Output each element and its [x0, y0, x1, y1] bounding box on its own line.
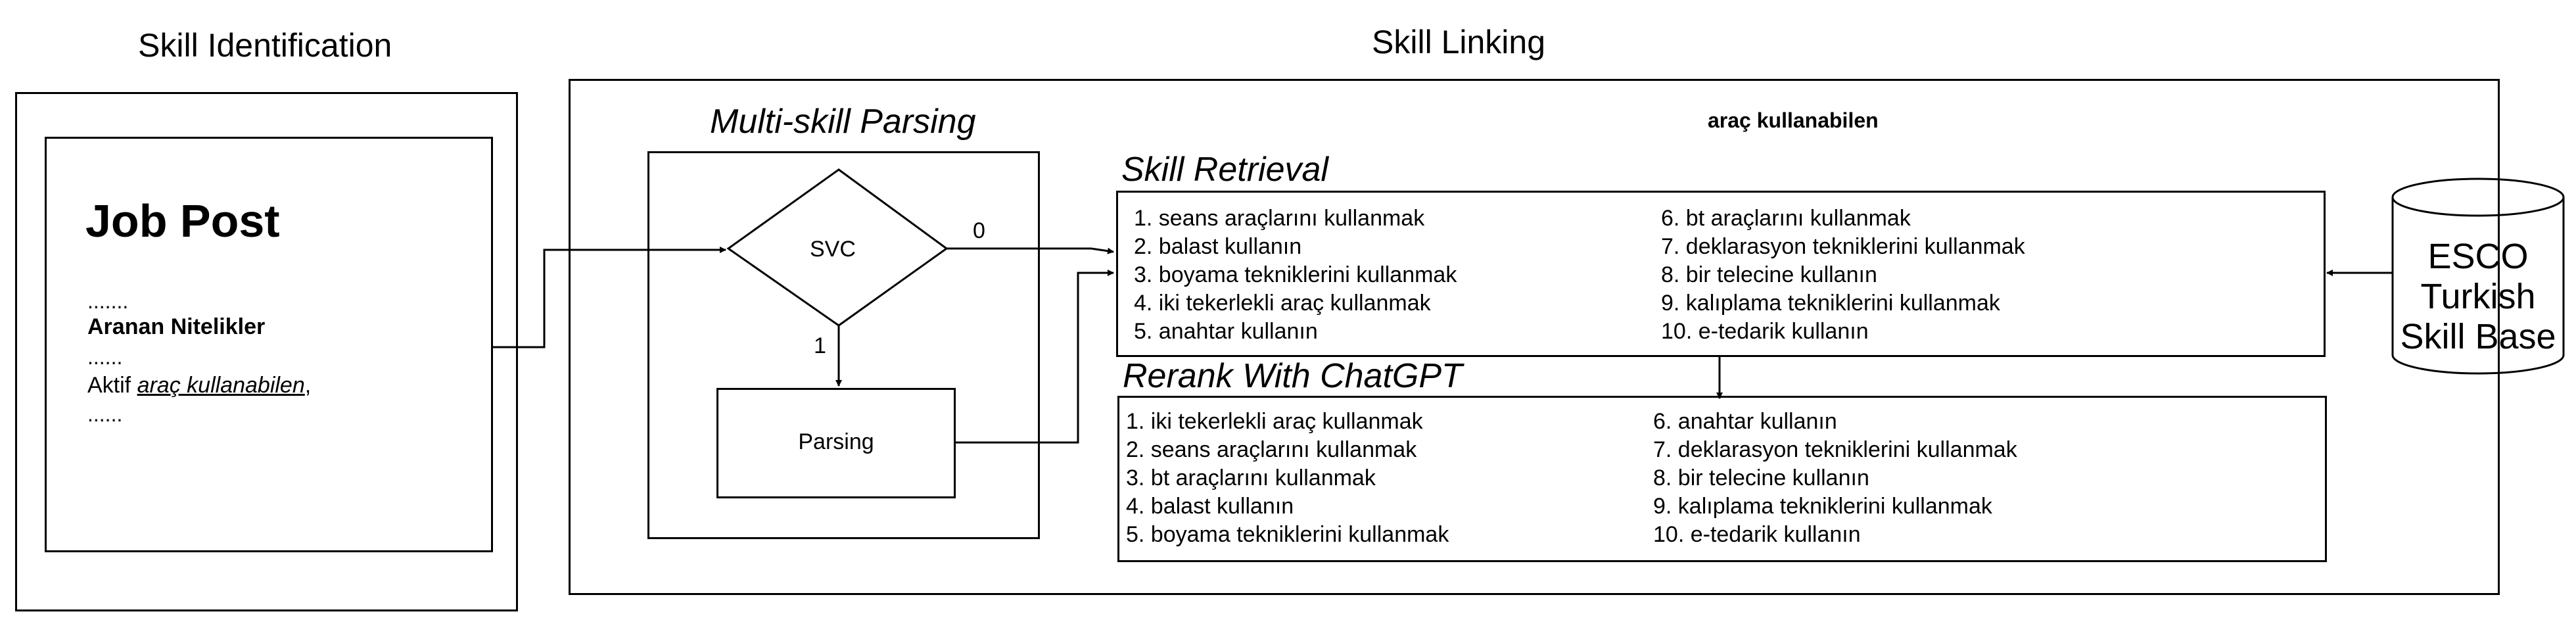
job-post-title: Job Post — [85, 195, 280, 247]
rerank-item: 1. iki tekerlekli araç kullanmak — [1126, 409, 1423, 434]
retrieval-list-left: 1. seans araçlarını kullanmak 2. balast … — [1134, 204, 1457, 346]
retrieval-item: 5. anahtar kullanın — [1134, 319, 1318, 344]
retrieval-item: 4. iki tekerlekli araç kullanmak — [1134, 291, 1431, 316]
retrieval-item: 9. kalıplama tekniklerini kullanmak — [1661, 291, 2000, 316]
rerank-item: 2. seans araçlarını kullanmak — [1126, 437, 1417, 462]
skill-base-line: Turkish — [2420, 277, 2536, 316]
multi-skill-parsing-title: Multi-skill Parsing — [710, 103, 976, 141]
branch-one-label: 1 — [814, 333, 826, 358]
retrieval-item: 6. bt araçlarını kullanmak — [1661, 206, 1911, 231]
multi-skill-parsing-panel — [647, 151, 1040, 539]
retrieval-item: 2. balast kullanın — [1134, 234, 1302, 259]
rerank-item: 7. deklarasyon tekniklerini kullanmak — [1653, 437, 2017, 462]
rerank-title: Rerank With ChatGPT — [1123, 357, 1463, 395]
retrieval-item: 7. deklarasyon tekniklerini kullanmak — [1661, 234, 2025, 259]
rerank-item: 4. balast kullanın — [1126, 494, 1294, 519]
retrieval-item: 10. e-tedarik kullanın — [1661, 319, 1869, 344]
job-post-ellipsis-3: ...... — [87, 402, 123, 426]
job-post-ellipsis-2: ...... — [87, 345, 123, 369]
arrow-jobpost-to-svc — [493, 247, 726, 348]
branch-zero-label: 0 — [973, 218, 985, 243]
rerank-item: 10. e-tedarik kullanın — [1653, 522, 1861, 547]
database-cylinder-icon — [2391, 178, 2565, 375]
skill-linking-panel — [569, 79, 2500, 595]
retrieval-list-right: 6. bt araçlarını kullanmak 7. deklarasyo… — [1661, 204, 2025, 346]
skill-linking-title: Skill Linking — [1372, 24, 1546, 60]
rerank-panel — [1117, 396, 2327, 562]
skill-retrieval-panel — [1116, 191, 2326, 357]
parsing-box — [716, 388, 956, 498]
rerank-item: 9. kalıplama tekniklerini kullanmak — [1653, 494, 1992, 519]
rerank-item: 8. bir telecine kullanın — [1653, 465, 1869, 490]
skill-retrieval-title: Skill Retrieval — [1121, 151, 1328, 189]
arrow-parsing-to-retrieval — [956, 270, 1114, 444]
rerank-list-right: 6. anahtar kullanın 7. deklarasyon tekni… — [1653, 408, 2017, 549]
skill-base-line: ESCO — [2427, 237, 2529, 276]
job-post-ellipsis-1: ....... — [87, 289, 129, 313]
job-post-skill-suffix: , — [304, 373, 312, 398]
query-label: araç kullanabilen — [1708, 108, 1879, 132]
skill-identification-panel — [15, 92, 518, 611]
skill-identification-title: Skill Identification — [138, 27, 392, 64]
rerank-list-left: 1. iki tekerlekli araç kullanmak 2. sean… — [1126, 408, 1449, 549]
job-post-card — [45, 137, 493, 552]
rerank-item: 5. boyama tekniklerini kullanmak — [1126, 522, 1449, 547]
retrieval-item: 1. seans araçlarını kullanmak — [1134, 206, 1425, 231]
skill-base-label: ESCO Turkish Skill Base — [2393, 237, 2564, 357]
rerank-item: 6. anahtar kullanın — [1653, 409, 1837, 434]
rerank-item: 3. bt araçlarını kullanmak — [1126, 465, 1376, 490]
skill-base-line: Skill Base — [2400, 317, 2556, 356]
retrieval-item: 3. boyama tekniklerini kullanmak — [1134, 262, 1457, 287]
arrow-svc-to-retrieval — [947, 247, 1114, 254]
job-post-skill-line: Aktif araç kullanabilen, — [87, 373, 311, 398]
retrieval-item: 8. bir telecine kullanın — [1661, 262, 1877, 287]
svc-label: SVC — [810, 237, 856, 262]
job-post-skill-prefix: Aktif — [87, 373, 137, 398]
parsing-label: Parsing — [798, 429, 874, 454]
job-post-skill-highlight: araç kullanabilen — [137, 373, 305, 398]
job-post-heading: Aranan Nitelikler — [87, 314, 266, 339]
